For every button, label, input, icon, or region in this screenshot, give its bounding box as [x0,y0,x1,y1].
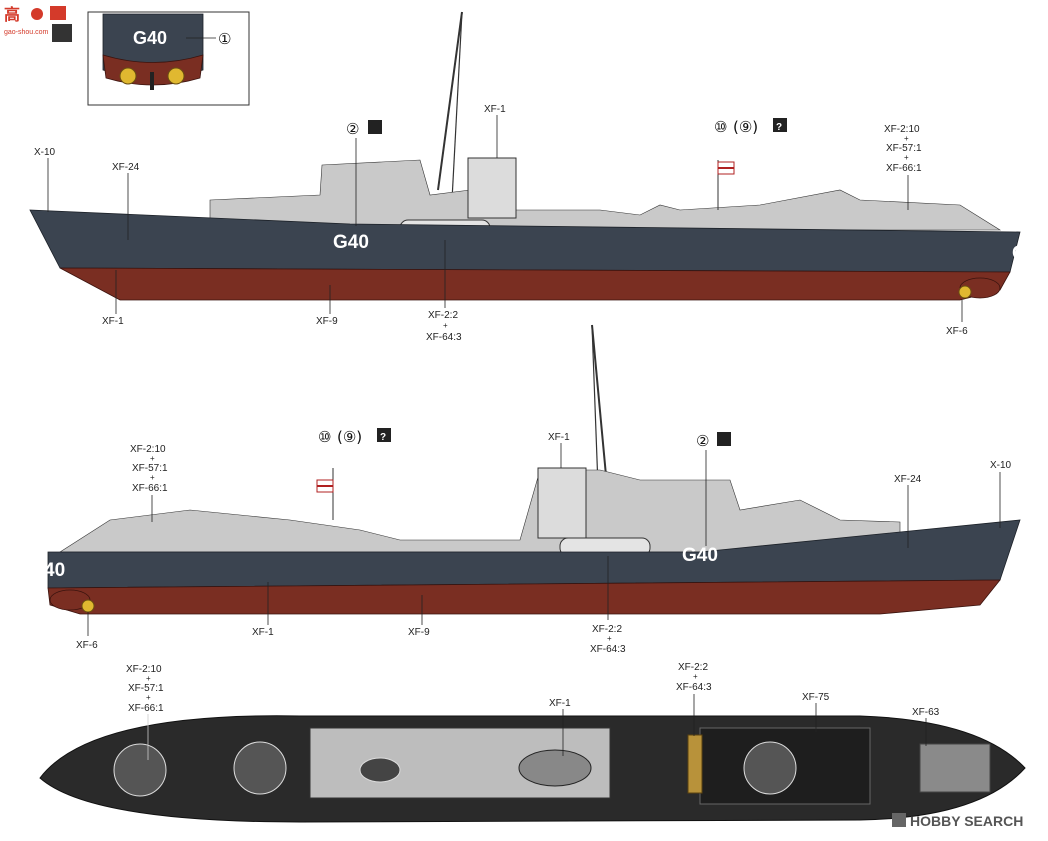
logo-ball-icon [31,8,43,20]
top-label-x10: X-10 [34,147,56,158]
site-logo-url: gao-shou.com [4,29,49,36]
watermark-text: HOBBY SEARCH [910,813,1023,829]
plan-bridge-deck [687,734,703,794]
top-mix-turret-plus-1: + [904,134,909,143]
site-logo-text: 高 [4,5,20,24]
bottom-decal-icon [717,432,731,446]
top-decal-icon [368,120,382,134]
bottom-callout-2: ② [696,432,709,450]
plan-mix-boat-2: XF-64:3 [676,682,712,693]
bottom-mix-boat-plus: + [607,634,612,643]
top-mix-turret-2: XF-57:1 [886,143,922,154]
top-label-xf6: XF-6 [946,326,968,337]
bottom-callout-9: (⑨) [337,428,362,446]
plan-mix-boat-1: XF-2:2 [678,662,708,673]
bottom-mix-turret-plus-2: + [150,473,155,482]
plan-turret-b [743,741,797,795]
watermark-logo-icon [892,813,906,827]
bottom-callout-10: ⑩ [318,428,331,446]
bottom-mix-turret-plus-1: + [150,454,155,463]
top-callout-9: (⑨) [733,118,758,136]
top-label-xf24: XF-24 [112,162,140,173]
top-stern-code: G4 [1012,243,1038,264]
top-mix-boat-1: XF-2:2 [428,310,458,321]
top-question-mark: ? [776,122,782,133]
side-view-bottom: G40 40 X-10 XF-24 XF-1 XF-1 XF-9 XF-6 XF… [44,324,1021,655]
plan-label-xf1: XF-1 [549,698,571,709]
plan-mix-turret-plus-2: + [146,693,151,702]
side-view-top: G40 G4 X-10 XF-24 XF-1 XF-1 XF-9 XF-6 XF… [29,11,1038,343]
stern-inset: G40 ① [87,11,250,106]
top-superstructure [209,159,1002,231]
top-funnel [467,157,517,219]
top-mix-turret-3: XF-66:1 [886,163,922,174]
bottom-question-icon [377,428,391,442]
inset-propeller-icon [119,67,137,85]
plan-bow-deck [919,743,991,793]
inset-rudder-icon [150,72,154,90]
bottom-hull-code: G40 [682,545,718,566]
bottom-label-xf1-hull: XF-1 [252,627,274,638]
top-propeller-icon [958,285,972,299]
top-label-xf1-funnel: XF-1 [484,104,506,115]
plan-mix-turret-2: XF-57:1 [128,683,164,694]
top-callout-10: ⑩ [714,118,727,136]
site-logo[interactable]: 高 gao-shou.com [0,0,72,42]
bottom-hull-lower [47,579,1001,615]
bottom-hull-upper [47,519,1021,589]
bottom-propeller-icon [81,599,95,613]
top-hull-upper [29,209,1021,273]
plan-label-xf63: XF-63 [912,707,940,718]
bottom-mix-turret-2: XF-57:1 [132,463,168,474]
plan-mix-boat-plus: + [693,672,698,681]
bottom-mix-boat-1: XF-2:2 [592,624,622,635]
top-label-xf9: XF-9 [316,316,338,327]
plan-mix-turret-1: XF-2:10 [126,664,162,675]
inset-propeller-icon [167,67,185,85]
top-hull-code: G40 [333,232,369,253]
plan-label-xf75: XF-75 [802,692,830,703]
top-mix-turret-1: XF-2:10 [884,124,920,135]
bottom-label-xf6: XF-6 [76,640,98,651]
top-mix-boat-2: XF-64:3 [426,332,462,343]
top-callout-2: ② [346,120,359,138]
bottom-label-xf1-funnel: XF-1 [548,432,570,443]
bottom-mix-boat-2: XF-64:3 [590,644,626,655]
inset-callout: ① [218,30,231,48]
bottom-label-xf9: XF-9 [408,627,430,638]
bottom-bow-code: 40 [44,560,65,581]
plan-view: XF-2:10 + XF-57:1 + XF-66:1 XF-2:2 + XF-… [39,662,1026,823]
top-mix-turret-plus-2: + [904,153,909,162]
bottom-mix-turret-1: XF-2:10 [130,444,166,455]
top-question-icon [773,118,787,132]
plan-turret-x [233,741,287,795]
bottom-label-x10: X-10 [990,460,1012,471]
top-mix-boat-plus: + [443,321,448,330]
bottom-mix-turret-3: XF-66:1 [132,483,168,494]
bottom-question-mark: ? [380,432,386,443]
hobby-search-watermark: HOBBY SEARCH [892,813,1023,829]
plan-mix-turret-plus-1: + [146,674,151,683]
top-label-xf1-hull: XF-1 [102,316,124,327]
plan-funnel [518,749,592,787]
logo-square-icon [50,6,66,20]
bottom-superstructure [58,469,901,553]
plan-mix-turret-3: XF-66:1 [128,703,164,714]
bottom-funnel [537,467,587,539]
top-hull-lower [59,267,1011,301]
plan-turret-y [113,743,167,797]
logo-corner-icon [52,24,72,42]
bottom-label-xf24: XF-24 [894,474,922,485]
inset-hull-code: G40 [133,28,167,48]
